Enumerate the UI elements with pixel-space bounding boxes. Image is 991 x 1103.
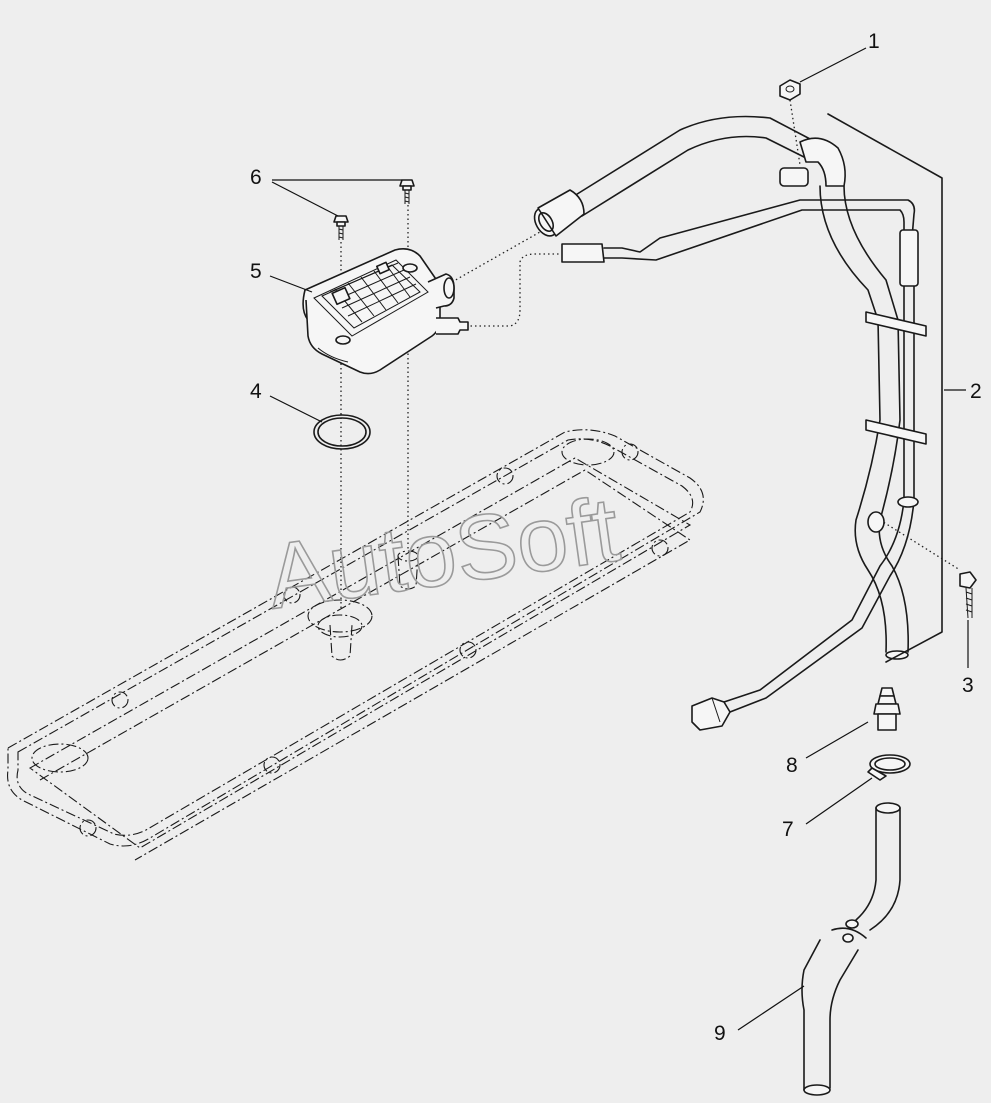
callout-5: 5 [250, 260, 262, 283]
bolt-part-6 [333, 179, 415, 240]
callout-6: 6 [250, 166, 262, 189]
bolt-part-3 [959, 571, 977, 619]
nut-part-1 [779, 79, 801, 101]
callout-3: 3 [962, 674, 974, 697]
callout-7: 7 [782, 818, 794, 841]
breather-hose-part-2 [533, 113, 943, 731]
callout-1: 1 [868, 30, 880, 53]
leader-lines [269, 47, 969, 1031]
o-ring-part-4 [313, 414, 371, 450]
callout-2: 2 [970, 380, 982, 403]
clamp-part-7 [867, 754, 911, 781]
callout-9: 9 [714, 1022, 726, 1045]
valve-cover [7, 429, 704, 861]
callout-4: 4 [250, 380, 262, 403]
fitting-part-8 [873, 687, 901, 731]
hose-part-9 [801, 802, 901, 1096]
callout-8: 8 [786, 754, 798, 777]
oil-separator-part-5 [302, 248, 469, 375]
